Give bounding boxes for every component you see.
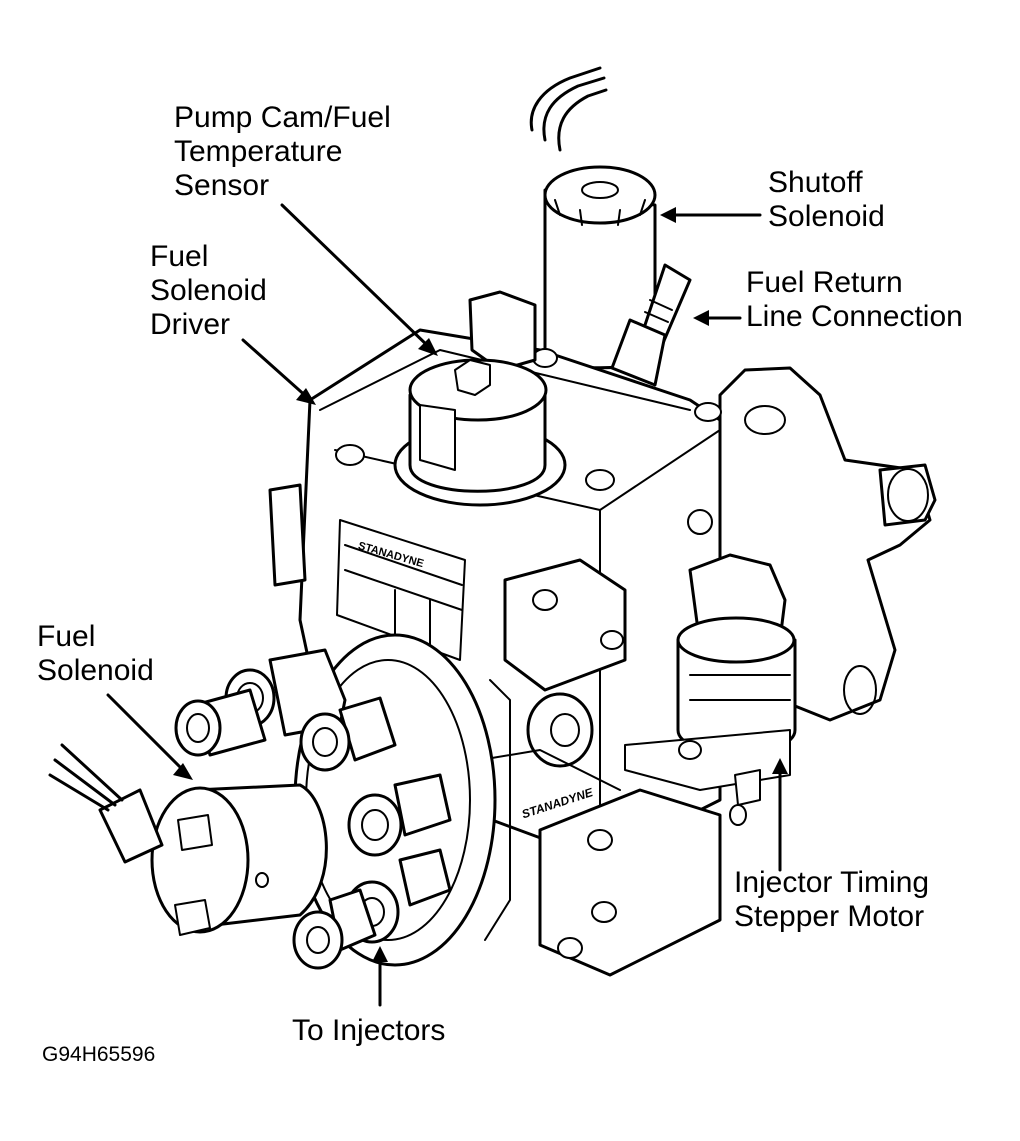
label-shutoff-solenoid: Shutoff Solenoid <box>768 166 885 234</box>
injector-fittings <box>174 648 452 970</box>
temperature-sensor <box>393 358 567 507</box>
label-fuel-solenoid-driver-line-1: Fuel <box>150 240 209 273</box>
fuel-solenoid <box>48 743 328 936</box>
label-to-injectors: To Injectors <box>292 1014 445 1048</box>
side-cover <box>503 509 713 768</box>
label-fuel-solenoid: Fuel Solenoid <box>37 620 154 688</box>
label-pump-cam-sensor: Pump Cam/Fuel Temperature Sensor <box>174 101 391 203</box>
label-fuel-solenoid-line-2: Solenoid <box>37 654 154 687</box>
label-pump-cam-sensor-line-3: Sensor <box>174 169 270 202</box>
label-fuel-return-line: Fuel Return Line Connection <box>746 266 963 334</box>
label-fuel-solenoid-line-1: Fuel <box>37 620 96 653</box>
figure-id: G94H65596 <box>42 1043 156 1066</box>
label-fuel-return-line-line-1: Fuel Return <box>746 266 903 299</box>
leader-shutoff <box>660 207 762 223</box>
leader-pump-cam <box>280 203 438 356</box>
leader-fuel-solenoid-driver <box>241 338 316 405</box>
fuel-solenoid-driver <box>268 290 537 587</box>
lower-bracket <box>479 749 722 977</box>
label-injector-timing-motor-line-1: Injector Timing <box>734 866 930 899</box>
injector-timing-stepper-motor <box>624 553 797 826</box>
leader-to-injectors <box>372 946 388 1007</box>
fuel-return-fitting <box>610 263 692 387</box>
leader-stepper-motor <box>772 758 788 872</box>
shutoff-wire <box>529 66 608 152</box>
label-shutoff-solenoid-line-2: Solenoid <box>768 200 885 233</box>
label-fuel-solenoid-driver: Fuel Solenoid Driver <box>150 240 267 342</box>
label-shutoff-solenoid-line-1: Shutoff <box>768 166 863 199</box>
label-fuel-return-line-line-2: Line Connection <box>746 300 963 333</box>
label-injector-timing-motor: Injector Timing Stepper Motor <box>734 866 929 934</box>
label-pump-cam-sensor-line-1: Pump Cam/Fuel <box>174 101 391 134</box>
label-fuel-solenoid-driver-line-3: Driver <box>150 308 230 341</box>
label-fuel-solenoid-driver-line-2: Solenoid <box>150 274 267 307</box>
label-injector-timing-motor-line-2: Stepper Motor <box>734 900 925 933</box>
leader-fuel-return <box>693 310 742 326</box>
leader-fuel-solenoid <box>106 693 193 780</box>
label-pump-cam-sensor-line-2: Temperature <box>174 135 343 168</box>
nameplate <box>336 519 466 661</box>
label-to-injectors-line: To Injectors <box>292 1014 446 1047</box>
